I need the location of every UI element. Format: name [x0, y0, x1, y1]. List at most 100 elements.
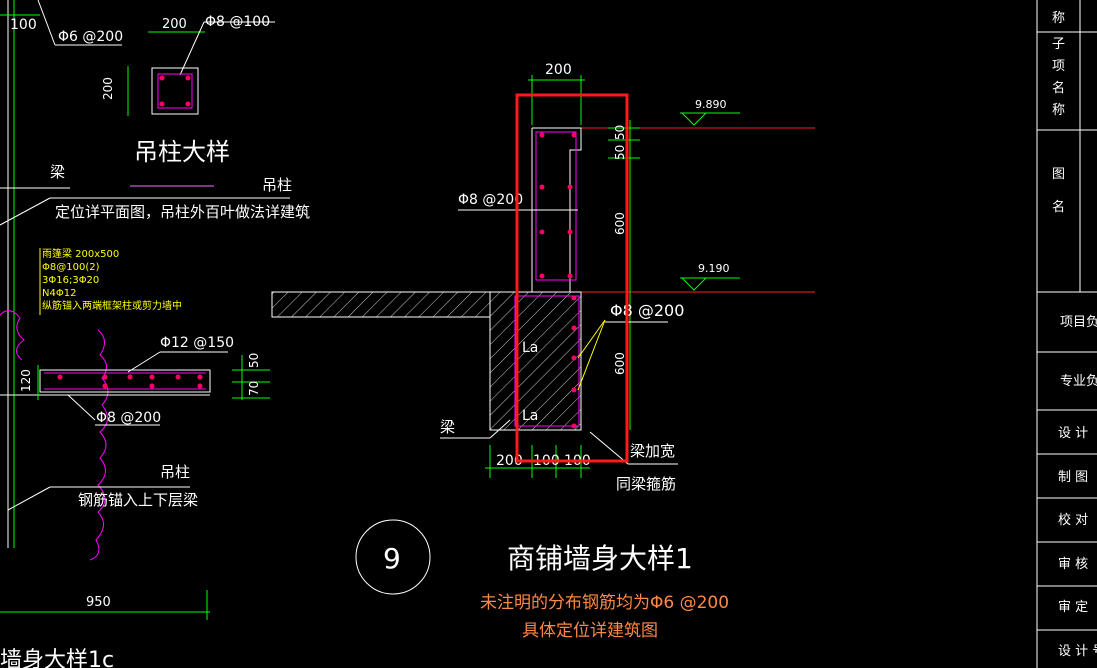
note-line-2: 具体定位详建筑图 [522, 621, 658, 641]
label-phi6-200: Φ6 @200 [58, 29, 123, 45]
rebar-dot [539, 132, 545, 138]
rebar-dot [57, 374, 63, 380]
tb-row-drawing-name: 图名 [1052, 167, 1065, 215]
rebar-dot [571, 423, 577, 429]
rebar-dot [567, 229, 573, 235]
rebar-dot [127, 374, 133, 380]
rebar-dot [197, 374, 203, 380]
elev-mid: 9.190 [698, 262, 730, 275]
dim-200-side: 200 [101, 77, 115, 100]
note-anchor: 钢筋锚入上下层梁 [78, 491, 198, 509]
leader-line [127, 351, 161, 373]
rebar-dot [159, 75, 165, 81]
yellow-note-line: 纵筋锚入两端框架柱或剪力墙中 [42, 299, 182, 312]
tb-row-review: 审 核 [1058, 557, 1088, 572]
tb-row-design-no: 设 计 号 [1058, 644, 1097, 659]
tb-char: 子 [1052, 37, 1065, 52]
rebar-dot [539, 273, 545, 279]
yellow-note-line: Φ8@100(2) [42, 262, 100, 273]
detail-title: 商铺墙身大样1 [507, 542, 693, 575]
tb-row-design: 设 计 [1058, 426, 1088, 441]
dim-120: 120 [19, 369, 33, 392]
title-block: 称 子项名称 图名 项目负责 专业负责 设 计 制 图 校 对 审 核 审 定 … [1036, 0, 1097, 668]
tb-row-drafting: 制 图 [1058, 470, 1088, 485]
yellow-note-line: 雨篷梁 200x500 [42, 247, 119, 260]
label-phi8-200-main-right: Φ8 @200 [610, 301, 684, 320]
rebar-dot [185, 101, 191, 107]
dim-70: 70 [247, 381, 261, 396]
rebar-dot [567, 273, 573, 279]
tb-char: 图 [1052, 167, 1065, 182]
tb-row-subproject: 子项名称 [1052, 37, 1065, 118]
rebar-dot [197, 383, 203, 389]
note-line-1: 未注明的分布钢筋均为Φ6 @200 [480, 593, 729, 613]
tb-row-checking: 校 对 [1058, 512, 1088, 528]
rebar-dot [571, 132, 577, 138]
bottom-title-partial: 墙身大样1c [0, 648, 114, 668]
rebar-dot [185, 75, 191, 81]
label-La-lower: La [522, 408, 538, 424]
leader-line [489, 419, 511, 439]
rebar-dot [149, 383, 155, 389]
rebar-dot [149, 374, 155, 380]
tb-row-project-lead: 项目负责 [1060, 315, 1097, 330]
label-beam-left: 梁 [50, 163, 65, 181]
dim-50: 50 [247, 353, 261, 368]
rebar-dot [102, 374, 108, 380]
leader-line [179, 21, 205, 76]
stirrup [157, 73, 193, 109]
yellow-leader [577, 319, 606, 359]
yellow-note-line: 3Φ16;3Φ20 [42, 275, 99, 286]
rebar-dot [571, 387, 577, 393]
label-phi8-200-left: Φ8 @200 [96, 410, 161, 426]
parapet-stirrup [535, 131, 577, 281]
slab-hatch [271, 291, 491, 318]
tb-row-discipline-lead: 专业负责 [1060, 374, 1097, 389]
beam-stirrup [514, 295, 580, 427]
dim-top-200: 200 [545, 62, 572, 78]
break-line [0, 310, 109, 561]
label-hanging-column: 吊柱 [262, 176, 292, 194]
leader-line [7, 486, 51, 511]
dim-50a: 50 [613, 125, 627, 140]
left-detail-group: 100 Φ6 @200 200 Φ8 @100 200 吊柱大样 梁 吊柱 定位… [0, 0, 310, 668]
tb-char: 称 [1052, 103, 1065, 118]
detail-number: 9 [383, 542, 401, 575]
label-beam-widen: 梁加宽 [630, 442, 675, 460]
label-phi12-150: Φ12 @150 [160, 335, 234, 351]
leader-line [67, 394, 96, 421]
detail-number-circle [355, 519, 431, 595]
elev-top: 9.890 [695, 98, 727, 111]
dim-600-upper: 600 [613, 212, 627, 235]
dim-950: 950 [86, 595, 111, 610]
rebar-dot [102, 383, 108, 389]
dim-50b: 50 [613, 145, 627, 160]
rebar-dot [159, 101, 165, 107]
rebar-dot [539, 229, 545, 235]
tb-char: 名 [1052, 199, 1065, 215]
elevation-marker [680, 277, 708, 291]
rebar-dot [539, 184, 545, 190]
rebar-dot [571, 325, 577, 331]
main-detail-group: 200 9.890 9.190 50 50 600 600 Φ8 @200 [271, 62, 815, 641]
yellow-notes: 雨篷梁 200x500 Φ8@100(2) 3Φ16;3Φ20 N4Φ12 纵筋… [39, 247, 182, 315]
elevation-marker [680, 112, 708, 126]
yellow-leader [577, 319, 606, 391]
label-phi8-200-main-left: Φ8 @200 [458, 192, 523, 208]
label-same-stirrup: 同梁箍筋 [616, 475, 676, 493]
rebar-dot [175, 374, 181, 380]
tb-row-name: 称 [1052, 11, 1065, 26]
leader-line [37, 0, 56, 46]
tb-char: 名 [1052, 80, 1065, 96]
label-hanging-column-2: 吊柱 [160, 463, 190, 481]
tb-char: 项 [1052, 59, 1065, 74]
rebar-dot [571, 355, 577, 361]
dim-600-lower: 600 [613, 352, 627, 375]
slab-outline [39, 369, 211, 393]
yellow-note-line: N4Φ12 [42, 288, 76, 299]
highlight-box [515, 93, 629, 463]
leader-line [589, 431, 629, 465]
hanging-column-section [151, 67, 199, 115]
dim-100-text: 100 [10, 17, 37, 33]
